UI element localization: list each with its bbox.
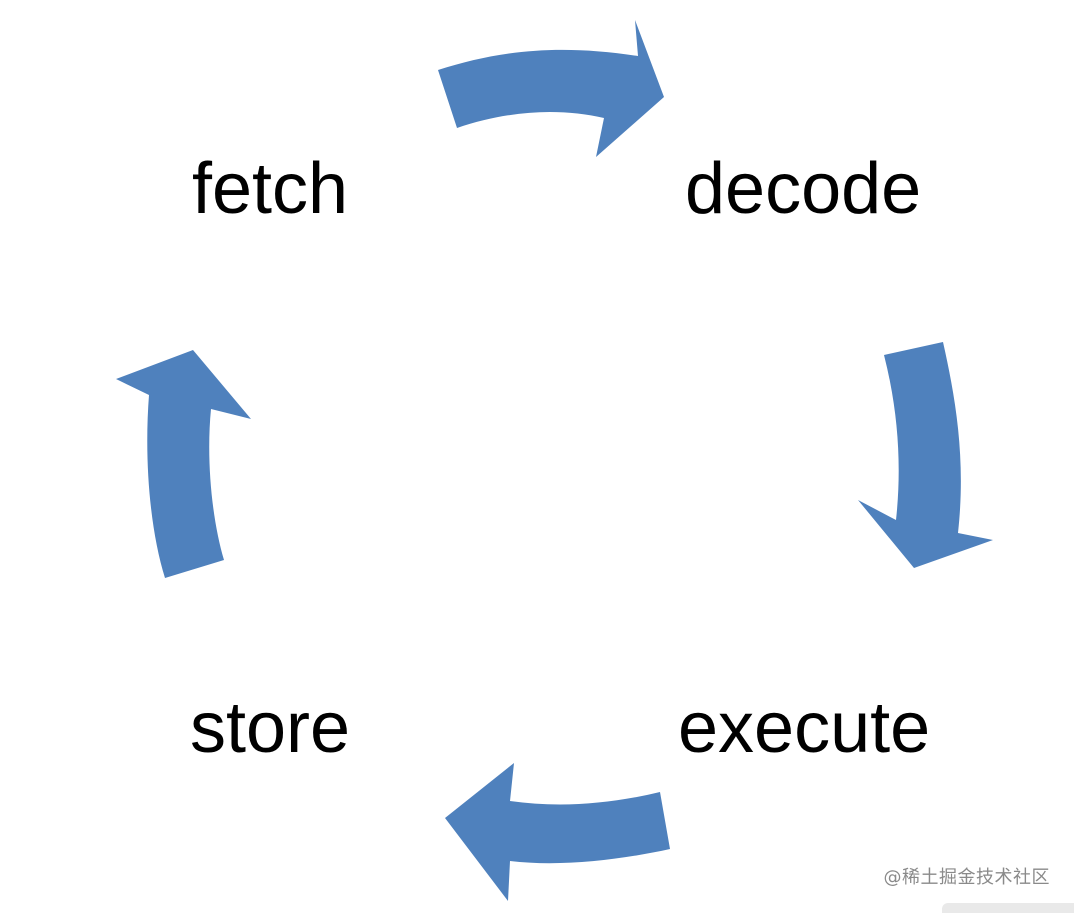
stage-store-label: store xyxy=(190,688,350,768)
stage-execute-label: execute xyxy=(678,688,930,768)
watermark-text: @稀土掘金技术社区 xyxy=(883,867,1050,888)
scroll-indicator[interactable] xyxy=(942,903,1074,913)
arrow-decode-to-execute-icon xyxy=(858,342,993,568)
arrow-store-to-fetch-icon xyxy=(116,350,251,578)
arrow-execute-to-store-icon xyxy=(445,763,670,901)
stage-decode-label: decode xyxy=(685,149,921,229)
arrow-fetch-to-decode-icon xyxy=(438,20,664,157)
stage-fetch-label: fetch xyxy=(192,149,348,229)
